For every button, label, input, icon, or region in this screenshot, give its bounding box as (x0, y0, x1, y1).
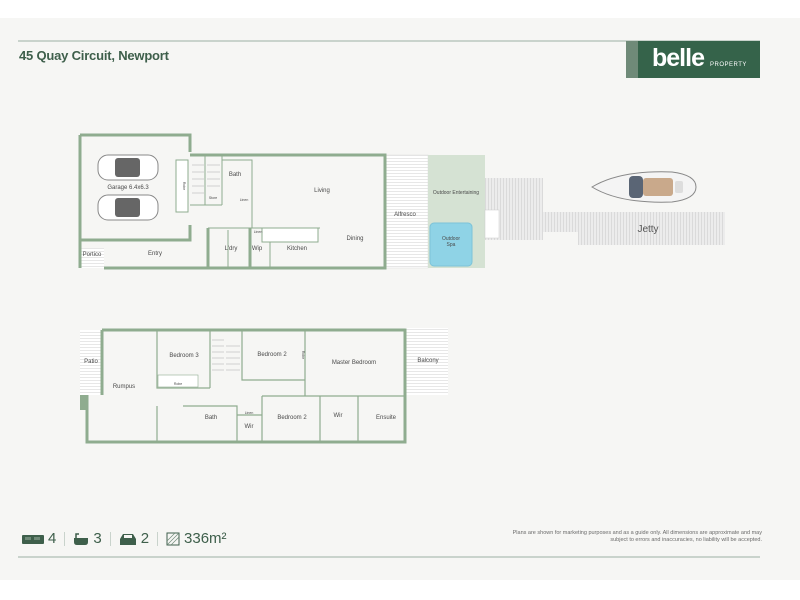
cars-count: 2 (140, 530, 150, 547)
room-label-bath-upper: Bath (205, 415, 217, 421)
ground-walls (78, 133, 387, 270)
room-label-garage: Garage 6.4x6.3 (107, 185, 149, 191)
logo-word: belle (652, 44, 705, 72)
room-label-alfresco: Alfresco (394, 212, 416, 218)
outdoor-spa (429, 222, 473, 267)
room-label-rumpus: Rumpus (113, 384, 135, 390)
room-label-bath: Bath (229, 172, 241, 178)
stat-bedrooms: 4 (22, 530, 56, 547)
deck-steps (484, 209, 500, 239)
room-label-store: Store (209, 196, 217, 200)
room-label-wir-1: Wir (334, 413, 343, 419)
logo-sub: PROPERTY (710, 62, 747, 68)
portico-deck (80, 248, 104, 268)
room-label-master-bedroom: Master Bedroom (332, 360, 376, 366)
upper-floor: Patio Bedroom 3 Bedroom 2 Master Bedroom… (80, 328, 448, 444)
room-label-spa-2: Spa (447, 242, 456, 248)
bedrooms-count: 4 (48, 530, 57, 547)
property-stats: 4 3 2 336m² (22, 530, 227, 547)
area-icon (166, 532, 180, 545)
room-label-wir-2: Wir (245, 424, 254, 430)
footer-divider (18, 556, 760, 558)
header-divider (18, 40, 760, 42)
room-label-outdoor-entertaining: Outdoor Entertaining (433, 190, 479, 196)
room-label-linen: Linen (254, 230, 263, 234)
room-label-linen-2: Linen (240, 198, 249, 202)
upper-walls (85, 328, 407, 444)
floor-area: 336m² (184, 530, 227, 547)
jetty (578, 212, 725, 245)
room-label-ensuite: Ensuite (376, 415, 397, 421)
room-label-robe-upper: Robe (174, 382, 182, 386)
stat-divider (109, 531, 111, 546)
upper-interior-walls (156, 330, 405, 442)
belle-property-logo: belle PROPERTY (626, 41, 760, 78)
ground-floor: Garage 6.4x6.3 Living Dining Alfresco Ou… (78, 133, 725, 270)
stat-divider (64, 531, 66, 546)
balcony-deck (405, 328, 448, 395)
disclaimer: Plans are shown for marketing purposes a… (512, 530, 762, 543)
wall-block (80, 395, 88, 410)
room-label-portico: Portico (83, 252, 102, 258)
ground-interior-walls (175, 155, 320, 268)
patio-deck (80, 330, 102, 395)
alfresco-deck (384, 154, 429, 269)
stairs (192, 164, 220, 194)
stat-bathrooms: 3 (73, 530, 102, 547)
room-label-bedroom-3: Bedroom 3 (169, 353, 199, 359)
stat-area: 336m² (166, 530, 227, 547)
sheet-background (0, 18, 800, 580)
room-label-linen-upper: Linen (245, 411, 254, 415)
stat-cars: 2 (119, 530, 149, 547)
room-label-patio: Patio (84, 359, 98, 365)
room-label-kitchen: Kitchen (287, 246, 307, 252)
car-icon (119, 533, 136, 545)
property-address: 45 Quay Circuit, Newport (19, 48, 169, 63)
room-label-robe: Robe (182, 182, 186, 190)
room-label-robe-2: Robe (301, 351, 305, 359)
boat-icon (591, 171, 697, 203)
room-label-dining: Dining (346, 236, 363, 242)
room-label-entry: Entry (148, 251, 162, 257)
logo-stripe (626, 41, 638, 78)
jetty-walkway (543, 212, 578, 232)
bath-icon (74, 532, 89, 545)
upper-stairs (212, 339, 240, 371)
room-label-balcony: Balcony (417, 358, 438, 364)
room-label-jetty: Jetty (637, 224, 658, 235)
room-label-wip: Wip (252, 246, 263, 252)
stat-divider (157, 531, 159, 546)
room-label-bedroom-2a: Bedroom 2 (257, 352, 287, 358)
room-label-living: Living (314, 188, 330, 194)
bed-icon (22, 534, 44, 544)
bathrooms-count: 3 (93, 530, 102, 547)
cars-icon (97, 154, 159, 221)
room-label-laundry: L'dry (225, 246, 238, 252)
room-label-bedroom-2b: Bedroom 2 (277, 415, 307, 421)
room-label-spa-1: Outdoor (442, 236, 460, 242)
